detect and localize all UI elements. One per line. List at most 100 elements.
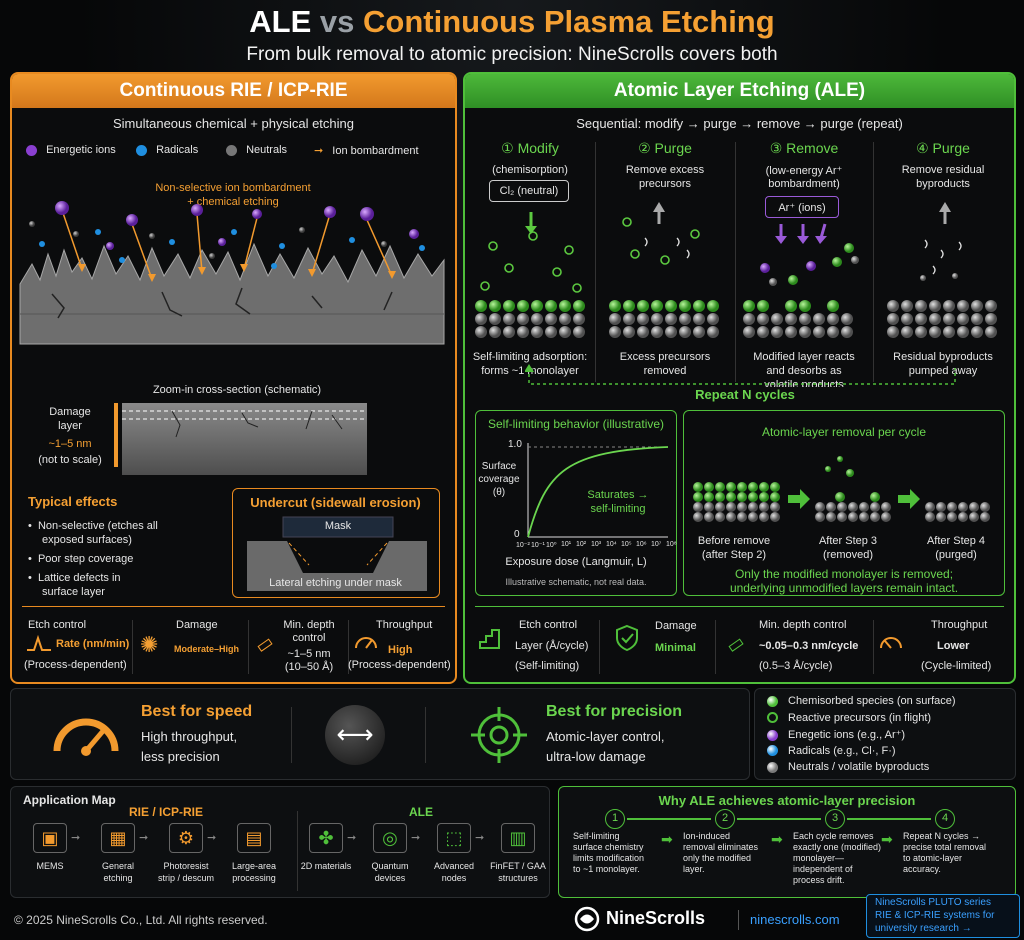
page-subtitle: From bulk removal to atomic precision: N… [246, 44, 778, 65]
precision-line-2: ultra-low damage [546, 749, 646, 764]
why-step-text: surface chemistry [573, 842, 644, 852]
zoom-label: Zoom-in cross-section (schematic) [152, 384, 322, 396]
removal-note-1: Only the modified monolayer is removed; [734, 567, 954, 581]
mask-label: Mask [324, 520, 352, 532]
why-step-text: to ~1 monolayer. [573, 864, 640, 874]
removal-label-3: After Step 4 [926, 535, 986, 547]
step-1-tag-box: Cl₂ (neutral) [489, 180, 569, 202]
application-label: Advanced [433, 861, 475, 871]
y-label-1: Surface [481, 461, 517, 472]
arrow-right-icon: ➡ [661, 831, 673, 847]
typical-effects-box: Typical effects • Non-selective (etches … [24, 488, 224, 608]
step-3-desc-1: (low-energy Ar⁺ [765, 165, 843, 177]
ale-panel: Atomic Layer Etching (ALE) Sequential: m… [463, 72, 1016, 684]
ale-throughput-value: Lower [937, 640, 970, 652]
why-step-text: Each cycle removes [793, 831, 874, 841]
gauge-icon [880, 637, 902, 649]
ale-damage-label: Damage [655, 620, 697, 632]
ale-depth-label: Min. depth control [759, 619, 847, 631]
application-label: etching [103, 873, 133, 883]
compare-arrows-icon: ⟷ [325, 705, 385, 765]
shield-icon [616, 624, 638, 652]
effect-item: surface layer [42, 586, 105, 598]
promo-line-2: RIE & ICP-RIE systems for [875, 910, 995, 921]
why-step-text: layer. [683, 864, 705, 874]
effect-item: • Lattice defects in [28, 572, 121, 584]
promo-link[interactable]: NineScrolls PLUTO series RIE & ICP-RIE s… [866, 894, 1020, 938]
ion-arrows [61, 209, 393, 280]
damage-label-1: Damage [49, 406, 91, 418]
y-label-2: coverage [478, 474, 520, 485]
rie-depth-label: Min. depth [283, 619, 335, 631]
y-tick-top: 1.0 [508, 439, 522, 450]
why-step-text: Ion-induced [683, 831, 731, 841]
why-step-text: to atomic-layer [903, 853, 963, 863]
particle-legend: Chemisorbed species (on surface)Reactive… [754, 688, 1016, 780]
promo-line-3: university research → [875, 923, 972, 934]
rie-annotation-2: + chemical etching [187, 196, 279, 208]
legend-dot-icon [767, 729, 778, 741]
application-label: Quantum [371, 861, 409, 871]
step-3-caption-2: and desorbs as [766, 365, 842, 377]
rie-etch-value: Rate (nm/min) [56, 638, 130, 650]
why-step-text: independent of [793, 864, 853, 874]
undercut-title: Undercut (sidewall erosion) [250, 495, 421, 510]
website-link[interactable]: ninescrolls.com [750, 912, 840, 927]
speed-title: Best for speed [141, 703, 253, 720]
ale-throughput-label: Throughput [931, 619, 988, 631]
rie-throughput-label: Throughput [376, 619, 433, 631]
rie-throughput-note: (Process-dependent) [348, 659, 451, 671]
why-step-number: 2 [715, 809, 735, 829]
why-step-text: precise total removal [903, 842, 987, 852]
application-label: Photoresist [163, 861, 209, 871]
neutral-particles [29, 221, 387, 259]
rie-damage-label: Damage [176, 619, 218, 631]
why-step-number: 3 [825, 809, 845, 829]
comparison-bar: Best for speed High throughput, less pre… [10, 688, 750, 780]
x-tick-label: 10⁸ [666, 541, 677, 548]
application-label: Large-area [231, 861, 277, 871]
legend-dot-icon [767, 695, 778, 707]
ale-application-icon: ◎ [373, 823, 407, 853]
brand-logo[interactable]: NineScrolls [574, 904, 734, 934]
why-step-text: process drift. [793, 875, 845, 885]
precision-line-1: Atomic-layer control, [546, 729, 665, 744]
step-2-desc-2: precursors [639, 178, 691, 190]
brand-name: NineScrolls [606, 908, 706, 928]
legend-ion-bombardment: ➞ Ion bombardment [314, 145, 419, 157]
appmap-title: Application Map [23, 793, 116, 807]
step-2-caption-2: removed [643, 365, 687, 377]
why-step-text: limits modification [573, 853, 645, 863]
ale-application-icon: ✤ [309, 823, 343, 853]
ale-depth-value: ~0.05–0.3 nm/cycle [759, 640, 859, 652]
why-step-text: only the modified [683, 853, 752, 863]
y-tick-bottom: 0 [514, 529, 520, 540]
rie-application-icon: ▤ [237, 823, 271, 853]
precision-target-icon [471, 707, 527, 763]
why-step-text: accuracy. [903, 864, 941, 874]
rough-surface [19, 242, 445, 345]
why-connector [627, 818, 711, 820]
radical-particles [39, 229, 425, 269]
ion-dot-icon [26, 144, 37, 156]
rie-etch-label: Etch control [28, 619, 87, 631]
rie-annotation-1: Non-selective ion bombardment [155, 182, 311, 194]
removal-label-1: Before remove [697, 535, 771, 547]
step-2-diagram [609, 202, 719, 338]
application-label: structures [498, 873, 538, 883]
ion-particles [55, 201, 419, 250]
why-connector [847, 818, 931, 820]
step-4-desc-1: Remove residual [901, 164, 985, 176]
removal-label-2: After Step 3 [818, 535, 878, 547]
copyright: © 2025 NineScrolls Co., Ltd. All rights … [14, 913, 268, 927]
arrow-right-icon: ➞ [475, 832, 485, 844]
ruler-icon: ▭ [722, 631, 748, 658]
application-label: General [101, 861, 135, 871]
ale-depth-note: (0.5–3 Å/cycle) [759, 660, 833, 672]
rie-heading: Continuous RIE / ICP-RIE [12, 74, 455, 108]
arrow-right-icon: ➞ [347, 832, 357, 844]
step-3-tag: Ar⁺ (ions) [778, 202, 826, 214]
repeat-label: Repeat N cycles [635, 387, 855, 402]
